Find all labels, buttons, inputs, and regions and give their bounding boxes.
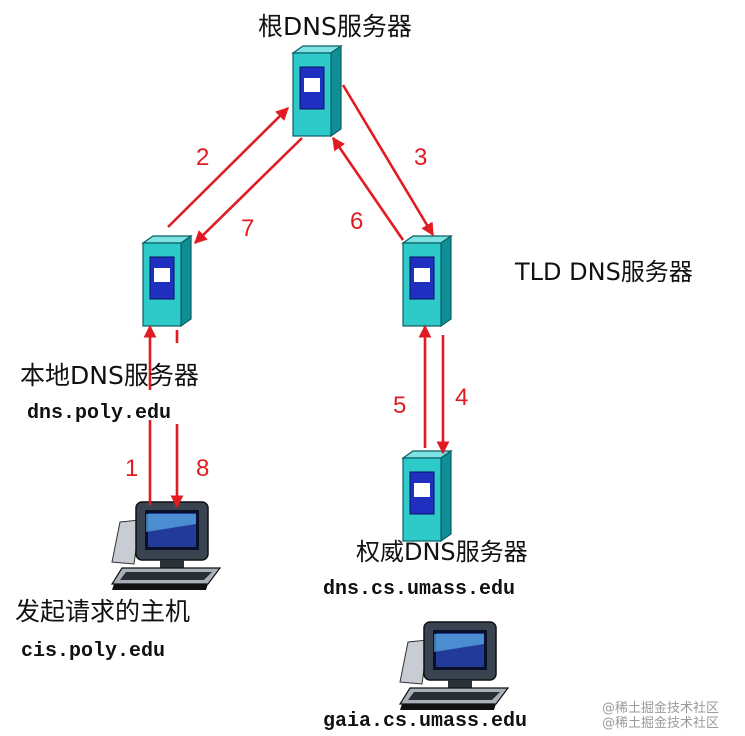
step-label-1: 1 [125,455,138,482]
auth-dns-hostname: dns.cs.umass.edu [323,578,515,601]
root-dns-label: 根DNS服务器 [258,12,412,41]
target-computer-icon [399,621,509,711]
auth-dns-server-icon [402,450,452,542]
local-dns-hostname: dns.poly.edu [27,402,171,425]
tld-dns-label: TLD DNS服务器 [514,258,693,286]
arrow-step-3 [341,84,435,237]
watermark-text-shadow: @稀土掘金技术社区 [602,715,719,731]
tld-dns-server-icon [402,235,452,327]
arrow-step-6 [331,136,405,241]
arrow-step-7 [194,137,303,244]
step-label-8: 8 [196,455,209,482]
root-dns-server-icon [292,45,342,137]
client-hostname: cis.poly.edu [21,640,165,663]
client-host-label: 发起请求的主机 [15,597,190,626]
watermark-text: @稀土掘金技术社区 [602,700,719,716]
step-label-3: 3 [414,144,427,171]
step-label-7: 7 [241,215,254,242]
step-label-5: 5 [393,392,406,419]
local-dns-label: 本地DNS服务器 [20,361,199,390]
step-label-4: 4 [455,384,468,411]
step-label-2: 2 [196,144,209,171]
client-computer-icon [111,501,221,591]
target-hostname: gaia.cs.umass.edu [323,710,527,733]
step-label-6: 6 [350,208,363,235]
auth-dns-label: 权威DNS服务器 [356,538,528,566]
arrow-step-2 [167,107,289,228]
local-dns-server-icon [142,235,192,327]
